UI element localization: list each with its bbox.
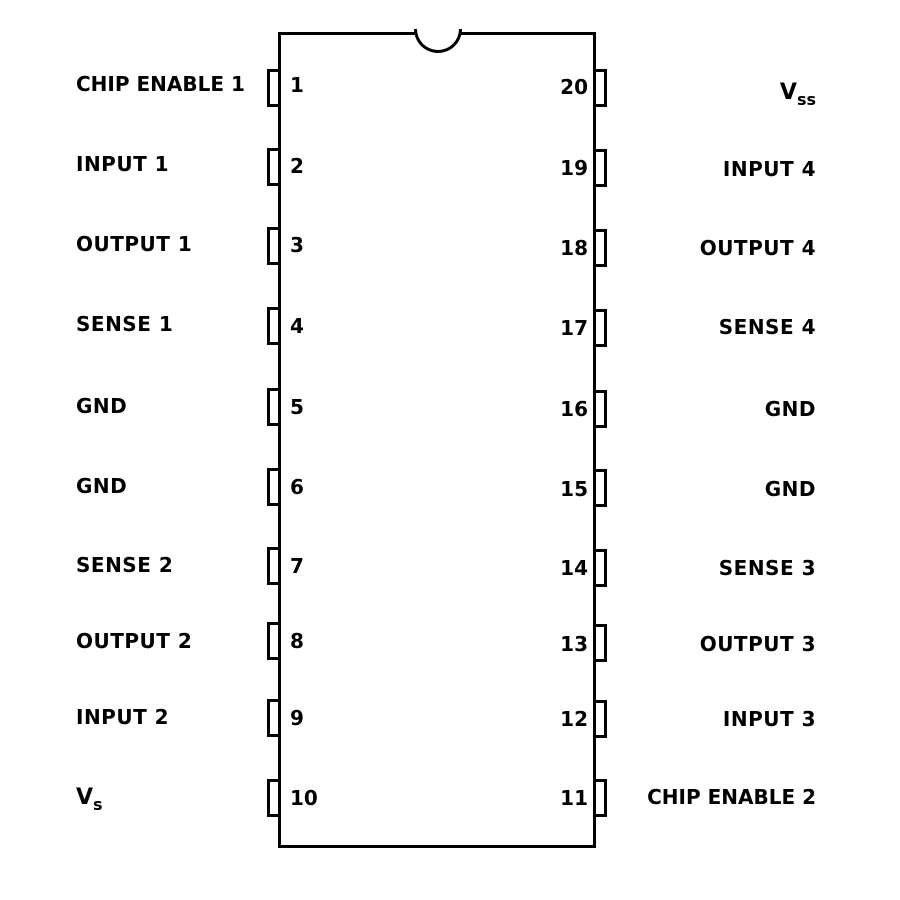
pin-tab-20 bbox=[596, 69, 607, 107]
pin-tab-4 bbox=[267, 307, 278, 345]
pin-label-vs: Vs bbox=[76, 785, 103, 814]
pin-tab-17 bbox=[596, 309, 607, 347]
pin-label-output-2: OUTPUT 2 bbox=[76, 629, 193, 653]
pin-tab-12 bbox=[596, 700, 607, 738]
pin-label-chip-enable-2: CHIP ENABLE 2 bbox=[647, 785, 816, 809]
pin-tab-6 bbox=[267, 468, 278, 506]
pin-label-output-1: OUTPUT 1 bbox=[76, 232, 193, 256]
pin-number-8: 8 bbox=[290, 629, 304, 653]
pin-label-input-2: INPUT 2 bbox=[76, 705, 170, 729]
pin-number-6: 6 bbox=[290, 475, 304, 499]
pin-number-15: 15 bbox=[560, 477, 588, 501]
pin-number-14: 14 bbox=[560, 556, 588, 580]
pin-tab-13 bbox=[596, 624, 607, 662]
pin-tab-15 bbox=[596, 469, 607, 507]
pin-label-vss: Vss bbox=[780, 80, 816, 109]
pin-number-17: 17 bbox=[560, 316, 588, 340]
pin-tab-14 bbox=[596, 549, 607, 587]
pin-number-9: 9 bbox=[290, 706, 304, 730]
pin-number-20: 20 bbox=[560, 75, 588, 99]
pin-label-output-4: OUTPUT 4 bbox=[699, 236, 816, 260]
pin-tab-18 bbox=[596, 229, 607, 267]
pin-label-gnd-5: GND bbox=[76, 394, 128, 418]
vss-subscript: ss bbox=[796, 90, 816, 109]
pin-tab-7 bbox=[267, 547, 278, 585]
pin-label-gnd-15: GND bbox=[764, 477, 816, 501]
pin-number-19: 19 bbox=[560, 156, 588, 180]
pin-tab-19 bbox=[596, 149, 607, 187]
pin-tab-2 bbox=[267, 148, 278, 186]
pin-label-input-4: INPUT 4 bbox=[722, 157, 816, 181]
pin-label-sense-4: SENSE 4 bbox=[718, 315, 816, 339]
pin-label-gnd-6: GND bbox=[76, 474, 128, 498]
pin-number-10: 10 bbox=[290, 786, 318, 810]
pin-number-18: 18 bbox=[560, 236, 588, 260]
vs-main: V bbox=[76, 785, 94, 810]
pin-tab-11 bbox=[596, 779, 607, 817]
pin-tab-16 bbox=[596, 390, 607, 428]
pin-number-3: 3 bbox=[290, 233, 304, 257]
pin-label-input-3: INPUT 3 bbox=[722, 707, 816, 731]
pin-label-output-3: OUTPUT 3 bbox=[699, 632, 816, 656]
vss-main: V bbox=[779, 80, 797, 105]
pin-label-sense-2: SENSE 2 bbox=[76, 553, 174, 577]
pin-number-5: 5 bbox=[290, 395, 304, 419]
pin-number-7: 7 bbox=[290, 554, 304, 578]
pin-number-12: 12 bbox=[560, 707, 588, 731]
pin-number-16: 16 bbox=[560, 397, 588, 421]
pin-label-sense-1: SENSE 1 bbox=[76, 312, 174, 336]
pin-number-1: 1 bbox=[290, 73, 304, 97]
pin-number-4: 4 bbox=[290, 314, 304, 338]
pin-number-11: 11 bbox=[560, 786, 588, 810]
pin-tab-9 bbox=[267, 699, 278, 737]
pin-tab-1 bbox=[267, 69, 278, 107]
pin-label-gnd-16: GND bbox=[764, 397, 816, 421]
vs-subscript: s bbox=[93, 795, 103, 814]
pin-label-chip-enable-1: CHIP ENABLE 1 bbox=[76, 72, 245, 96]
pin-tab-5 bbox=[267, 388, 278, 426]
pin-number-2: 2 bbox=[290, 154, 304, 178]
pin-number-13: 13 bbox=[560, 632, 588, 656]
pin-label-input-1: INPUT 1 bbox=[76, 152, 170, 176]
pin-label-sense-3: SENSE 3 bbox=[718, 556, 816, 580]
pin-tab-3 bbox=[267, 227, 278, 265]
pin-tab-10 bbox=[267, 779, 278, 817]
pin-tab-8 bbox=[267, 622, 278, 660]
ic-package-body bbox=[278, 32, 596, 848]
